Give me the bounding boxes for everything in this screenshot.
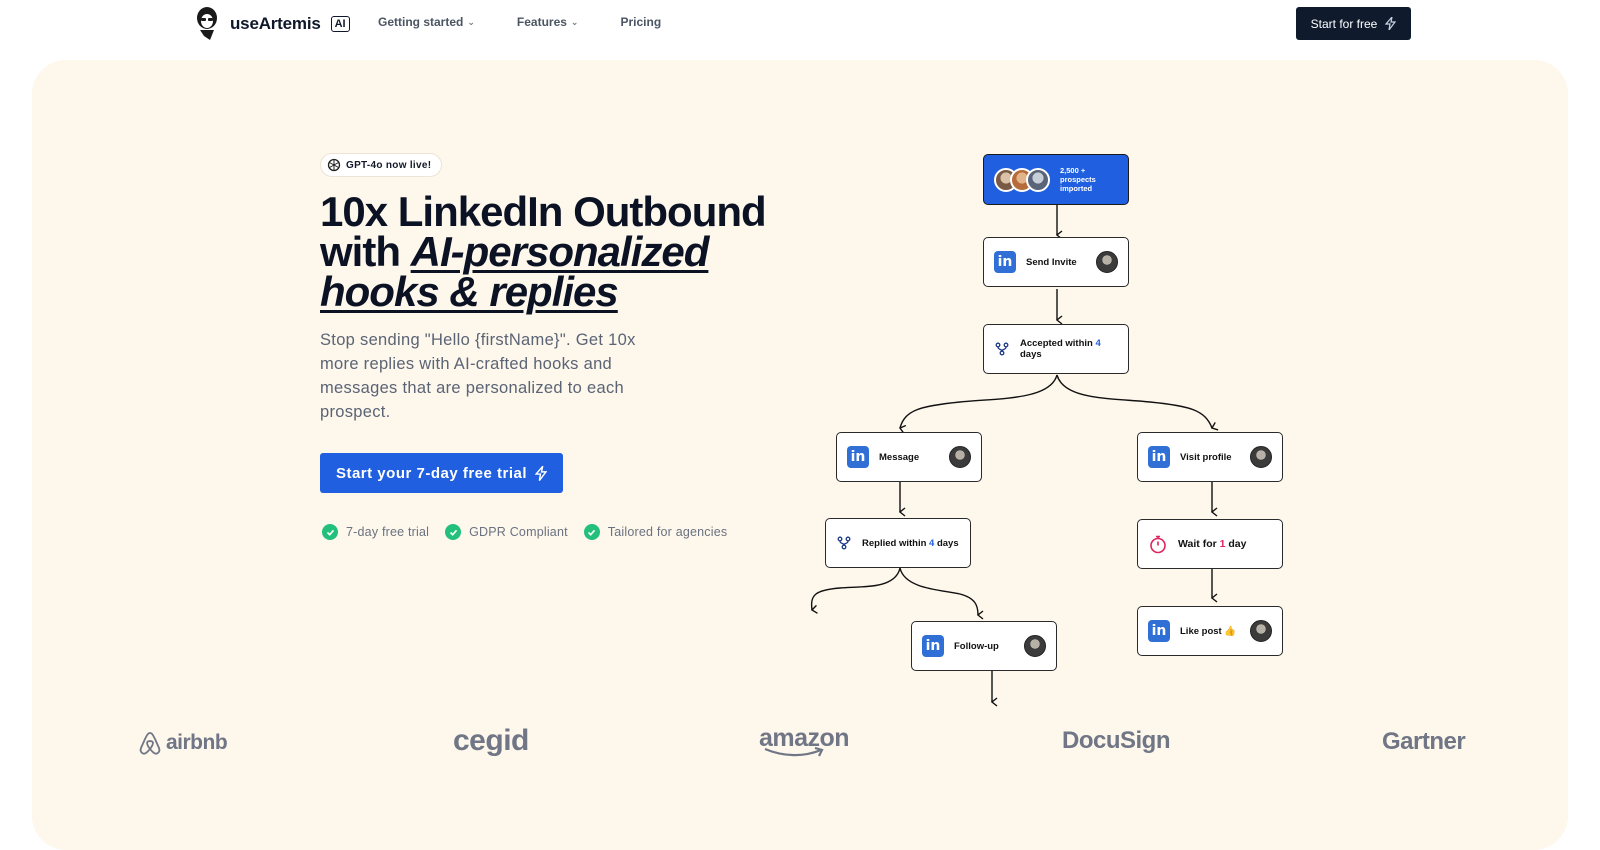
brand-logo[interactable]: useArtemis AI	[192, 6, 350, 42]
chevron-down-icon: ⌄	[570, 16, 579, 27]
linkedin-icon: in	[1148, 620, 1170, 642]
hero-headline: 10x LinkedIn Outbound with AI-personaliz…	[320, 191, 770, 315]
hero-panel	[32, 60, 1568, 850]
message-label: Message	[879, 451, 920, 463]
start-trial-button[interactable]: Start your 7-day free trial	[320, 453, 563, 493]
lightning-icon	[1385, 17, 1397, 30]
artemis-logo-icon	[197, 7, 217, 40]
prospect-avatars	[994, 167, 1050, 192]
nav-pricing-label: Pricing	[620, 15, 662, 29]
avatar	[1026, 167, 1050, 192]
airbnb-icon	[139, 732, 161, 755]
accepted-prefix: Accepted within	[1020, 338, 1096, 349]
like-post-label: Like post 👍	[1180, 625, 1237, 637]
chevron-down-icon: ⌄	[467, 16, 475, 27]
flow-node-accepted: Accepted within 4 days	[983, 324, 1129, 374]
avatar	[949, 446, 971, 468]
send-invite-label: Send Invite	[1026, 256, 1077, 268]
branch-icon	[836, 535, 852, 551]
wait-days: 1	[1219, 538, 1226, 550]
replied-days: 4	[929, 537, 935, 549]
headline-emphasis-1: AI-personalized	[410, 228, 710, 275]
replied-label: Replied within 4 days	[862, 538, 960, 549]
avatar	[1096, 251, 1118, 273]
cegid-logo: cegid	[453, 724, 529, 758]
perk-item: Tailored for agencies	[583, 524, 728, 540]
headline-with: with	[320, 228, 411, 275]
nav-getting-started[interactable]: Getting started⌄	[378, 15, 475, 29]
top-nav: useArtemis AI Getting started⌄ Features⌄…	[0, 0, 1600, 48]
wait-label: Wait for 1 day	[1178, 538, 1272, 550]
nav-getting-started-label: Getting started	[378, 15, 464, 29]
prospects-count: 2,500 + prospects	[1060, 166, 1096, 184]
airbnb-logo: airbnb	[138, 730, 228, 756]
flow-node-like-post: in Like post 👍	[1137, 606, 1283, 656]
nav-features-label: Features	[516, 15, 567, 29]
perk-item: GDPR Compliant	[445, 524, 568, 540]
branch-icon	[994, 341, 1010, 357]
gartner-wordmark: Gartner	[1382, 728, 1466, 755]
perk-label: GDPR Compliant	[469, 525, 568, 539]
follow-up-label: Follow-up	[954, 640, 999, 652]
nav-features[interactable]: Features⌄	[517, 15, 579, 29]
wait-prefix: Wait for	[1178, 538, 1220, 550]
flow-node-visit-profile: in Visit profile	[1137, 432, 1283, 482]
avatar	[1250, 620, 1272, 642]
pill-label: GPT-4o now live!	[346, 159, 432, 171]
gartner-logo: Gartner	[1382, 728, 1466, 756]
airbnb-wordmark: airbnb	[166, 731, 228, 754]
amazon-wordmark: amazon	[759, 724, 850, 752]
flow-node-replied: Replied within 4 days	[825, 518, 971, 568]
headline-line-1: 10x LinkedIn Outbound	[320, 188, 767, 235]
start-for-free-label: Start for free	[1310, 16, 1378, 31]
check-icon	[322, 524, 338, 540]
start-for-free-button[interactable]: Start for free	[1296, 7, 1411, 40]
avatar	[1250, 446, 1272, 468]
amazon-logo: amazon	[759, 724, 850, 757]
wait-suffix: day	[1225, 538, 1247, 550]
replied-prefix: Replied within	[862, 537, 930, 549]
docusign-logo: DocuSign	[1062, 727, 1171, 755]
perk-item: 7-day free trial	[322, 524, 429, 540]
linkedin-icon: in	[994, 251, 1016, 273]
avatar	[1024, 635, 1046, 657]
perk-label: Tailored for agencies	[607, 525, 728, 539]
visit-profile-label: Visit profile	[1180, 451, 1232, 463]
flow-node-send-invite: in Send Invite	[983, 237, 1129, 287]
prospects-imported-word: imported	[1060, 184, 1093, 193]
nav-links: Getting started⌄ Features⌄ Pricing	[378, 15, 661, 29]
flow-node-message: in Message	[836, 432, 982, 482]
openai-icon	[327, 158, 341, 172]
linkedin-icon: in	[847, 446, 869, 468]
docusign-wordmark: DocuSign	[1062, 727, 1171, 754]
check-icon	[445, 524, 462, 540]
headline-emphasis-2: hooks & replies	[320, 268, 619, 315]
perk-label: 7-day free trial	[346, 525, 430, 539]
lightning-icon	[535, 465, 548, 481]
accepted-suffix: days	[1020, 349, 1042, 360]
perk-list: 7-day free trial GDPR Compliant Tailored…	[322, 524, 727, 540]
brand-name: useArtemis	[230, 14, 321, 33]
replied-suffix: days	[934, 537, 959, 549]
check-icon	[583, 524, 600, 540]
flow-node-wait: Wait for 1 day	[1137, 519, 1283, 569]
flow-node-follow-up: in Follow-up	[911, 621, 1057, 671]
accepted-days: 4	[1095, 338, 1101, 349]
amazon-smile-icon	[764, 747, 824, 757]
ai-badge: AI	[330, 16, 350, 32]
linkedin-icon: in	[1148, 446, 1170, 468]
gpt4o-live-pill: GPT-4o now live!	[320, 153, 443, 177]
customer-logos: airbnb cegid amazon DocuSign Gartner	[0, 720, 1600, 770]
nav-pricing[interactable]: Pricing	[620, 15, 661, 29]
accepted-label: Accepted within 4 days	[1020, 338, 1118, 360]
hero-subtitle: Stop sending "Hello {firstName}". Get 10…	[320, 331, 636, 421]
stopwatch-icon	[1150, 535, 1166, 554]
linkedin-icon: in	[922, 635, 944, 657]
start-trial-label: Start your 7-day free trial	[335, 464, 528, 482]
cegid-wordmark: cegid	[453, 724, 529, 757]
